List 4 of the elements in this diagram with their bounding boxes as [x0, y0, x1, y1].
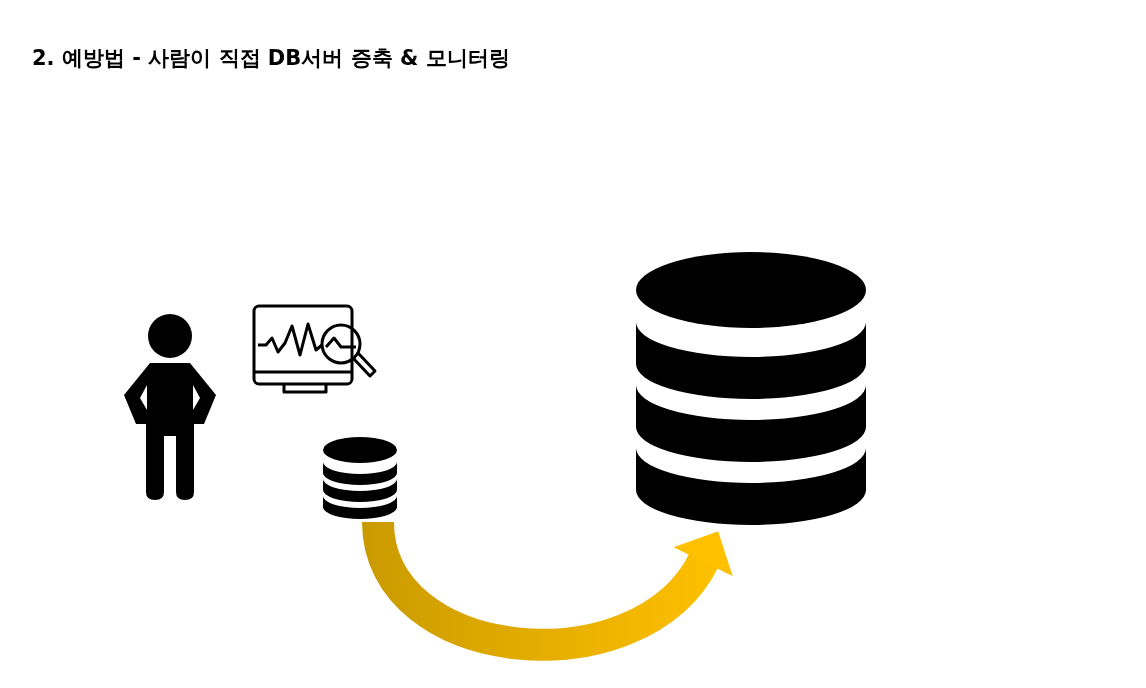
database-icon — [636, 252, 866, 525]
database-icon — [323, 437, 397, 519]
title: 2. 예방법 - 사람이 직접 DB서버 증축 & 모니터링 — [32, 45, 510, 72]
curved-arrow — [362, 519, 731, 661]
